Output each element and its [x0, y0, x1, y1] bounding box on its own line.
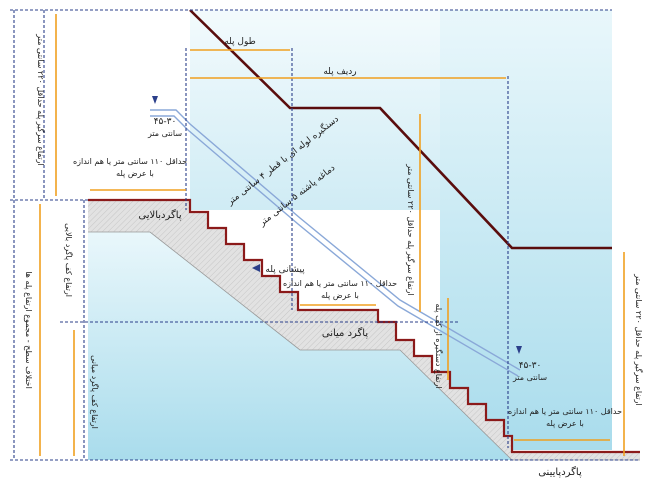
- sky-under-stairs: [88, 232, 512, 460]
- sky-panel-top: [190, 10, 440, 210]
- stair-body: [88, 200, 640, 460]
- sky-panel-right: [440, 10, 612, 450]
- label-clearance-right: ارتفاع سرگیر پله حداقل ۲۲۰ سانتی متر: [634, 273, 644, 405]
- label-min-width-mid-2: با عرض پله: [321, 291, 359, 300]
- label-rail-height-top: ۴۵-۳۰: [154, 117, 177, 127]
- dimension-lines: [39, 14, 625, 456]
- label-rail-height-bottom: ۴۵-۳۰: [519, 361, 542, 371]
- label-upper-floor-height: ارتفاع کف پاگرد بالایی: [64, 223, 74, 297]
- label-clearance-left: ارتفاع سرگیر پله حداقل ۲۲۰ سانتی متر: [36, 33, 46, 165]
- ceiling-line: [189, 9, 612, 250]
- label-min-width-top-2: با عرض پله: [116, 169, 154, 178]
- handrail-lower: [150, 115, 519, 377]
- stair-soffit: [88, 231, 640, 461]
- label-min-width-top-1: حداقل ۱۱۰ سانتی متر یا هم اندازه: [73, 157, 187, 166]
- label-min-width-mid-1: حداقل ۱۱۰ سانتی متر یا هم اندازه: [283, 279, 397, 288]
- label-lower-floor-height: ارتفاع کف پاگرد میانی: [90, 355, 100, 429]
- label-rail-unit-top: سانتی متر: [147, 129, 182, 138]
- label-stair-length: طول پله: [224, 37, 256, 47]
- label-stair-row: ردیف پله: [323, 67, 356, 77]
- reference-lines: [10, 9, 640, 461]
- label-middle-landing: پاگرد میانی: [322, 327, 368, 339]
- label-lower-landing: پاگردپایینی: [538, 466, 582, 478]
- label-rail-height-mid: ارتفاع دستگیره از کف پله: [434, 303, 444, 388]
- label-rail-unit-bottom: سانتی متر: [512, 373, 547, 382]
- label-floor-diff: اختلاف سطح - مجموع ارتفاع پله ها: [24, 271, 33, 389]
- label-clearance-mid: ارتفاع سرگیر پله حداقل ۲۲۰ سانتی متر: [406, 163, 416, 295]
- label-nosing: پیشانی پله: [265, 265, 305, 275]
- label-min-width-bot-2: با عرض پله: [546, 419, 584, 428]
- label-min-width-bot-1: حداقل ۱۱۰ سانتی متر یا هم اندازه: [508, 407, 622, 416]
- label-upper-landing: پاگردبالایی: [138, 209, 181, 221]
- arrow-markers: [152, 96, 522, 354]
